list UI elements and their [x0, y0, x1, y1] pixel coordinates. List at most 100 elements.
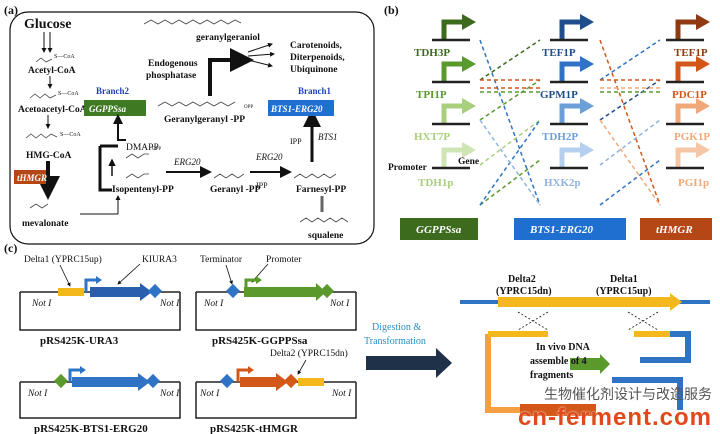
acetoacetyl-structure — [29, 93, 57, 99]
plasmid1-name: pRS425K-URA3 — [40, 335, 119, 347]
right-promoters — [666, 14, 710, 170]
mid-promoters — [550, 14, 594, 170]
hmg-structure — [25, 133, 58, 139]
ring-left — [485, 334, 520, 413]
delta2-callout: Delta2 (YPRC15dn) — [270, 348, 348, 359]
panel-a: (a) Glucose S—CoA Acetyl-CoA S—CoA Aceto… — [4, 3, 375, 245]
svg-text:S—CoA: S—CoA — [58, 91, 79, 97]
svg-text:ERG20: ERG20 — [255, 152, 283, 162]
digestion-label: Digestion & — [372, 322, 421, 333]
svg-text:Not I: Not I — [159, 389, 180, 399]
gene-box-thmgr-label: tHMGR — [656, 224, 693, 236]
endogenous-label: Endogenous — [148, 59, 198, 69]
panel-c-label: (c) — [4, 241, 17, 255]
bts1-erg20-box-label: BTS1-ERG20 — [270, 104, 323, 114]
svg-text:OPP: OPP — [152, 147, 161, 152]
right-promoter-3: PGK1P — [674, 131, 710, 143]
transformation-label: Transformation — [364, 336, 426, 347]
products-line2: Diterpenoids, — [290, 53, 345, 63]
plasmid2-backbone — [195, 292, 357, 331]
invivo-line2: assemble of 4 — [530, 356, 587, 367]
panel-a-label: (a) — [4, 3, 18, 17]
acetoacetyl-coa-label: Acetoacetyl-CoA — [18, 105, 87, 115]
svg-text:ERG20: ERG20 — [173, 157, 201, 167]
svg-text:Not I: Not I — [31, 299, 52, 309]
geranyl-label: Geranyl -PP — [210, 185, 261, 195]
branch2-label: Branch2 — [96, 86, 130, 96]
mid-promoter-4: HXK2p — [544, 177, 581, 189]
plasmid1-backbone — [19, 292, 181, 331]
assembly-delta1-sub: (YPRC15up) — [596, 286, 652, 297]
invivo-line1: In vivo DNA — [536, 342, 591, 353]
assembly-lines — [479, 39, 661, 206]
squalene-label: squalene — [308, 231, 343, 241]
panel-b-label: (b) — [384, 3, 399, 17]
delta1-callout: Delta1 (YPRC15up) — [24, 254, 102, 265]
left-promoter-3: HXT7P — [414, 131, 450, 143]
plasmid1-kiura3 — [90, 283, 152, 301]
promoter-callout: Promoter — [266, 255, 302, 265]
right-promoter-1: TEF1P — [674, 47, 708, 59]
kiura3-callout: KIURA3 — [142, 255, 177, 265]
plasmid4-backbone — [195, 382, 357, 419]
assembly-delta2-sub: (YPRC15dn) — [496, 286, 552, 297]
svg-text:OPP: OPP — [244, 105, 253, 110]
left-promoter-1: TDH3P — [414, 47, 450, 59]
acetyl-coa-label: Acetyl-CoA — [28, 66, 76, 76]
plasmid4-name: pRS425K-tHMGR — [210, 423, 299, 434]
svg-text:Not I: Not I — [199, 389, 220, 399]
panel-b: (b) — [384, 3, 712, 240]
mevalonate-label: mevalonate — [22, 219, 68, 229]
panel-a-frame — [9, 11, 375, 245]
svg-text:Not I: Not I — [331, 389, 352, 399]
svg-text:BTS1: BTS1 — [318, 132, 338, 142]
svg-text:IPP: IPP — [256, 181, 268, 190]
geranyl-structure — [213, 173, 245, 179]
branch1-label: Branch1 — [298, 86, 332, 96]
hmg-coa-label: HMG-CoA — [26, 151, 72, 161]
dmapp-bracket — [98, 146, 112, 192]
watermark-en: cn-ferment.com — [517, 404, 712, 431]
process-arrow — [366, 348, 452, 378]
assembly-delta1: Delta1 — [610, 274, 638, 285]
phosphatase-label: phosphatase — [146, 71, 196, 81]
farnesyl-structure — [293, 173, 337, 179]
left-promoter-4: TDH1p — [418, 177, 453, 189]
assembly-delta2: Delta2 — [508, 274, 536, 285]
ggpp-structure — [157, 101, 236, 107]
gene-box-thmgr — [640, 218, 712, 240]
gene-box-bts1-erg20-label: BTS1-ERG20 — [529, 224, 593, 236]
squalene-structure — [299, 217, 349, 223]
assembly-delta-region — [498, 293, 682, 311]
products-line3: Ubiquinone — [290, 65, 338, 75]
ggpp-label: Geranylgeranyl -PP — [164, 115, 245, 125]
svg-text:Not I: Not I — [27, 389, 48, 399]
left-promoter-2: TPI1P — [416, 89, 447, 101]
left-promoters — [432, 14, 476, 170]
plasmid4-delta2 — [298, 378, 324, 386]
svg-text:Not I: Not I — [329, 299, 350, 309]
thmgr-box-label: tHMGR — [17, 173, 47, 183]
watermark-cn: 生物催化剂设计与改造服务 — [544, 386, 712, 402]
products-line1: Carotenoids, — [290, 41, 342, 51]
invivo-line3: fragments — [530, 370, 573, 381]
mid-promoter-3: TDH2P — [542, 131, 578, 143]
terminator-callout: Terminator — [200, 255, 243, 265]
ggppssa-box — [84, 100, 146, 116]
right-promoter-2: PDC1P — [672, 89, 707, 101]
plasmid3-backbone — [19, 382, 181, 419]
geranylgeraniol-structure — [143, 19, 242, 25]
svg-text:Not I: Not I — [159, 299, 180, 309]
right-promoter-4: PGI1p — [678, 177, 709, 189]
svg-text:S—CoA: S—CoA — [54, 54, 75, 60]
svg-text:Not I: Not I — [203, 299, 224, 309]
bts1-erg20-box — [268, 100, 334, 116]
geranylgeraniol-label: geranylgeraniol — [196, 33, 260, 43]
plasmid3-bts1-erg20 — [72, 373, 150, 391]
glucose-label: Glucose — [24, 17, 71, 32]
ring-bottom — [520, 404, 596, 416]
svg-text:IPP: IPP — [290, 137, 302, 146]
plasmid3-name: pRS425K-BTS1-ERG20 — [34, 423, 148, 434]
thmgr-box — [14, 170, 46, 184]
